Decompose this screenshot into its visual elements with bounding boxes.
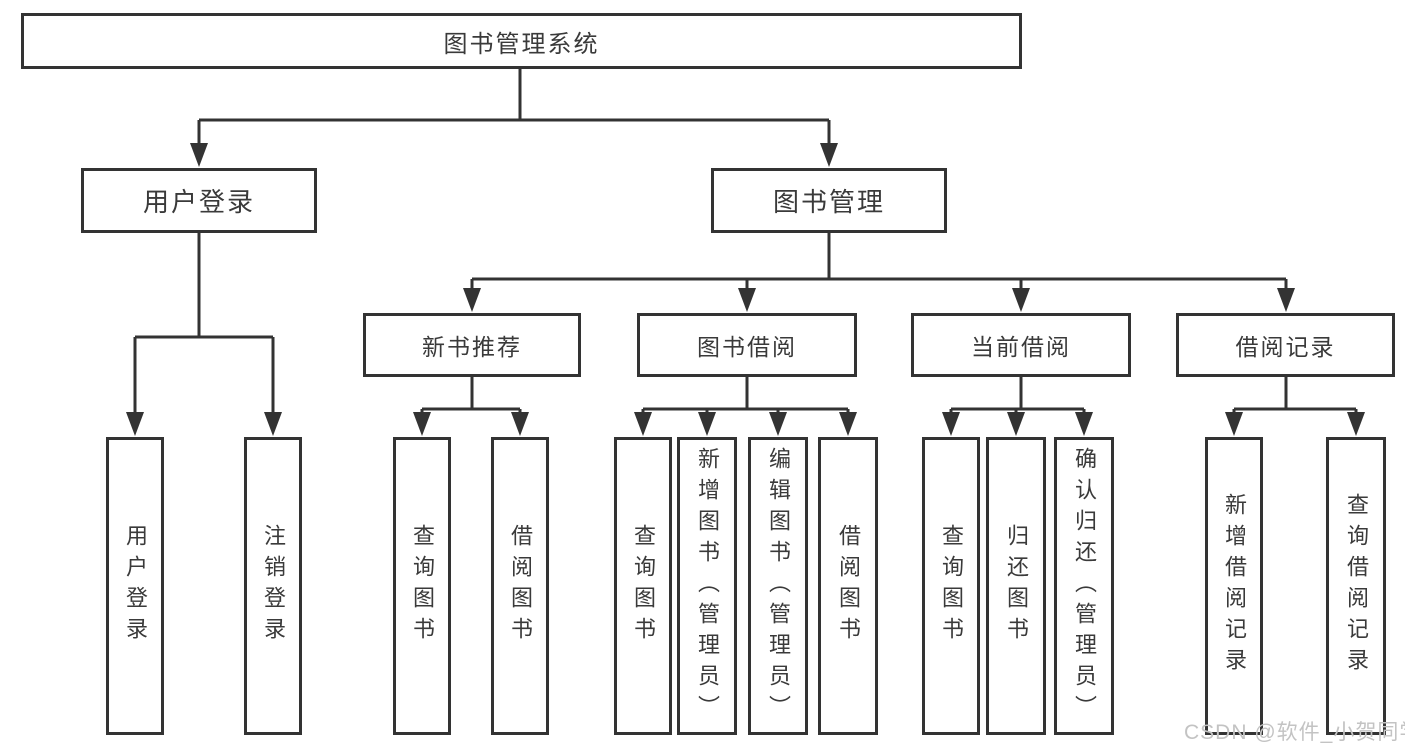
leaf-return-book: 归还图书 bbox=[986, 437, 1046, 735]
arrowhead-down bbox=[511, 412, 529, 436]
arrowhead-down bbox=[190, 143, 208, 167]
arrowheads bbox=[126, 143, 1365, 436]
arrowhead-down bbox=[463, 288, 481, 312]
node-book-management-label: 图书管理 bbox=[772, 187, 885, 217]
node-book-borrow: 图书借阅 bbox=[637, 313, 857, 377]
leaf-confirm-return-admin: 确认归还（管理员） bbox=[1054, 437, 1114, 735]
node-current-borrow: 当前借阅 bbox=[911, 313, 1131, 377]
leaf-edit-book-admin: 编辑图书（管理员） bbox=[748, 437, 808, 735]
node-book-management: 图书管理 bbox=[711, 168, 947, 233]
connector-bookmgmt-to-level3 bbox=[470, 233, 1288, 293]
arrowhead-down bbox=[942, 412, 960, 436]
arrowhead-down bbox=[413, 412, 431, 436]
arrowhead-down bbox=[738, 288, 756, 312]
leaf-add-borrow-record-label: 新增借阅记录 bbox=[1222, 493, 1247, 679]
leaf-query-books-borrow: 查询图书 bbox=[614, 437, 672, 735]
leaf-query-borrow-record: 查询借阅记录 bbox=[1326, 437, 1386, 735]
arrowhead-down bbox=[769, 412, 787, 436]
arrowhead-down bbox=[1277, 288, 1295, 312]
arrowhead-down bbox=[264, 412, 282, 436]
node-user-login: 用户登录 bbox=[81, 168, 317, 233]
connector-segments bbox=[133, 68, 1358, 417]
connector-currentborrow-to-leaves bbox=[949, 377, 1086, 417]
arrowhead-down bbox=[839, 412, 857, 436]
leaf-query-books-current-label: 查询图书 bbox=[939, 524, 964, 648]
connector-userlogin-to-leaves bbox=[133, 233, 275, 417]
node-current-borrow-label: 当前借阅 bbox=[971, 334, 1071, 360]
arrowhead-down bbox=[1007, 412, 1025, 436]
node-borrow-records-label: 借阅记录 bbox=[1235, 334, 1336, 360]
node-user-login-label: 用户登录 bbox=[142, 187, 255, 217]
arrowhead-down bbox=[1347, 412, 1365, 436]
connector-newbook-to-leaves bbox=[420, 377, 522, 417]
leaf-query-books-recommend: 查询图书 bbox=[393, 437, 451, 735]
arrowhead-down bbox=[126, 412, 144, 436]
leaf-edit-book-admin-label: 编辑图书（管理员） bbox=[766, 446, 791, 726]
leaf-user-login-label: 用户登录 bbox=[123, 524, 148, 648]
connector-bookborrow-to-leaves bbox=[641, 377, 850, 417]
leaf-add-book-admin: 新增图书（管理员） bbox=[677, 437, 737, 735]
leaf-query-borrow-record-label: 查询借阅记录 bbox=[1344, 493, 1369, 679]
node-book-borrow-label: 图书借阅 bbox=[697, 334, 797, 360]
leaf-add-book-admin-label: 新增图书（管理员） bbox=[695, 446, 720, 726]
arrowhead-down bbox=[1012, 288, 1030, 312]
leaf-user-login: 用户登录 bbox=[106, 437, 164, 735]
leaf-query-books-recommend-label: 查询图书 bbox=[410, 524, 435, 648]
connector-borrowrecord-to-leaves bbox=[1232, 377, 1358, 417]
arrowhead-down bbox=[1225, 412, 1243, 436]
leaf-confirm-return-admin-label: 确认归还（管理员） bbox=[1072, 446, 1097, 726]
arrowhead-down bbox=[698, 412, 716, 436]
arrowhead-down bbox=[634, 412, 652, 436]
leaf-query-books-borrow-label: 查询图书 bbox=[631, 524, 656, 648]
leaf-borrow-books-recommend-label: 借阅图书 bbox=[508, 524, 533, 648]
leaf-add-borrow-record: 新增借阅记录 bbox=[1205, 437, 1263, 735]
leaf-borrow-books-label: 借阅图书 bbox=[836, 524, 861, 648]
leaf-logout: 注销登录 bbox=[244, 437, 302, 735]
leaf-borrow-books: 借阅图书 bbox=[818, 437, 878, 735]
leaf-borrow-books-recommend: 借阅图书 bbox=[491, 437, 549, 735]
node-new-book-recommend-label: 新书推荐 bbox=[422, 334, 522, 360]
connector-root-to-level2 bbox=[197, 68, 831, 146]
node-root: 图书管理系统 bbox=[21, 13, 1022, 69]
watermark: CSDN @软件_小贺同学 bbox=[1184, 721, 1405, 744]
leaf-query-books-current: 查询图书 bbox=[922, 437, 980, 735]
leaf-logout-label: 注销登录 bbox=[261, 524, 286, 648]
arrowhead-down bbox=[1075, 412, 1093, 436]
arrowhead-down bbox=[820, 143, 838, 167]
leaf-return-book-label: 归还图书 bbox=[1004, 524, 1029, 648]
node-borrow-records: 借阅记录 bbox=[1176, 313, 1395, 377]
node-new-book-recommend: 新书推荐 bbox=[363, 313, 581, 377]
node-root-label: 图书管理系统 bbox=[443, 30, 600, 58]
